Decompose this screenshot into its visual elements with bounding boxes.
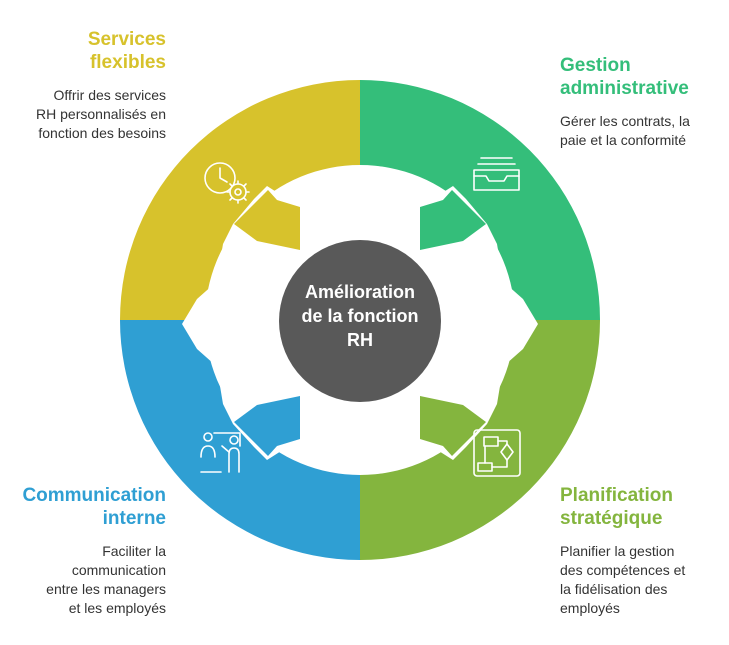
gestion-title: Gestion administrative: [560, 54, 725, 100]
flowchart-icon: [473, 429, 521, 477]
desc-line: fonction des besoins: [38, 125, 166, 141]
desc-line: entre les managers: [46, 581, 166, 597]
communication-title: Communication interne: [0, 484, 166, 530]
title-line: administrative: [560, 78, 689, 99]
desc-line: paie et la conformité: [560, 132, 687, 148]
title-line: Services: [87, 29, 166, 50]
center-circle: [279, 240, 441, 402]
segment-gestion-administrative[interactable]: [360, 80, 600, 320]
desc-line: RH personnalisés en: [36, 106, 166, 122]
title-line: Communication: [22, 485, 166, 506]
inbox-tray-icon: [473, 157, 520, 191]
block-gestion-administrative: Gestion administrative Gérer les contrat…: [560, 54, 725, 150]
desc-line: la fidélisation des: [560, 581, 668, 597]
title-line: stratégique: [560, 508, 663, 529]
arrow-services: [234, 190, 300, 250]
title-line: interne: [102, 508, 166, 529]
desc-line: des compétences et: [560, 562, 686, 578]
presentation-icon: [200, 432, 241, 473]
clock-gear-icon: [204, 162, 250, 204]
planification-description: Planifier la gestion des compétences et …: [560, 542, 725, 618]
segment-planification-strategique[interactable]: [360, 320, 600, 560]
planification-title: Planification stratégique: [560, 484, 725, 530]
services-title: Services flexibles: [0, 28, 166, 74]
desc-line: Gérer les contrats, la: [560, 113, 690, 129]
arrow-gestion: [420, 190, 486, 250]
center-label: Amélioration de la fonction RH: [282, 280, 438, 352]
title-line: Planification: [560, 485, 673, 506]
title-line: Gestion: [560, 55, 631, 76]
communication-description: Faciliter la communication entre les man…: [0, 542, 166, 618]
desc-line: Planifier la gestion: [560, 543, 675, 559]
center-line: RH: [347, 330, 373, 350]
arrow-communication: [234, 396, 300, 456]
desc-line: et les employés: [68, 600, 166, 616]
block-planification-strategique: Planification stratégique Planifier la g…: [560, 484, 725, 618]
center-line: Amélioration: [304, 282, 415, 302]
center-line: de la fonction: [301, 306, 419, 326]
block-communication-interne: Communication interne Faciliter la commu…: [0, 484, 166, 618]
desc-line: Offrir des services: [53, 87, 166, 103]
services-description: Offrir des services RH personnalisés en …: [0, 86, 166, 143]
desc-line: Faciliter la: [102, 543, 166, 559]
desc-line: communication: [71, 562, 166, 578]
desc-line: employés: [560, 600, 620, 616]
gestion-description: Gérer les contrats, la paie et la confor…: [560, 112, 725, 150]
block-services-flexibles: Services flexibles Offrir des services R…: [0, 28, 166, 143]
arrow-planification: [420, 396, 486, 456]
title-line: flexibles: [89, 52, 166, 73]
